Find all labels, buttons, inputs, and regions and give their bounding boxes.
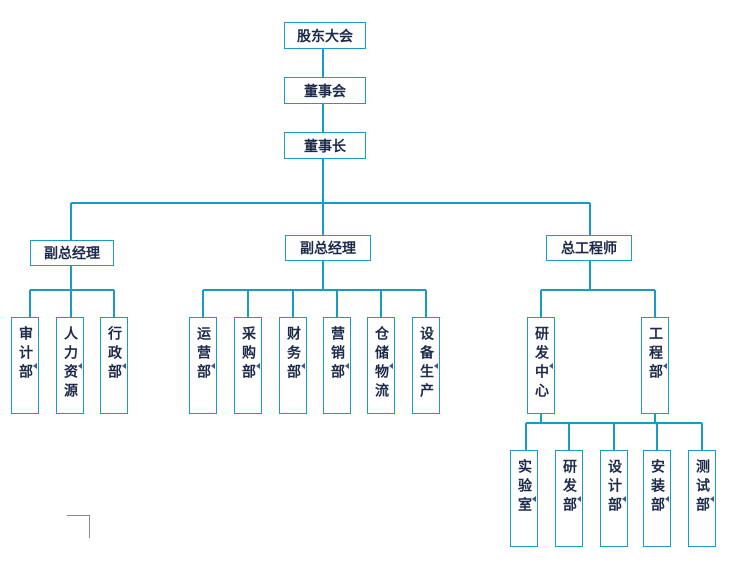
finance-dept-label: 财务部	[285, 326, 301, 383]
hr-dept-box: 人力资源	[56, 317, 84, 414]
board-label: 董事会	[304, 83, 346, 100]
lab-unit-label: 实验室	[516, 459, 532, 516]
purchasing-dept-box: 采购部	[234, 317, 262, 414]
engineering-dept-label: 工程部	[647, 326, 663, 383]
finance-dept-box: 财务部	[279, 317, 307, 414]
lab-unit-box: 实验室	[510, 450, 538, 547]
rd-center-label: 研发中心	[533, 326, 549, 402]
rd-center-box: 研发中心	[527, 317, 555, 414]
operations-dept-box: 运营部	[189, 317, 217, 414]
equipment-dept-box: 设备生产	[412, 317, 440, 414]
install-unit-label: 安装部	[649, 459, 665, 516]
vp1-label: 副总经理	[44, 246, 100, 262]
vp2-label: 副总经理	[300, 241, 356, 257]
install-unit-box: 安装部	[643, 450, 671, 547]
engineering-dept-box: 工程部	[641, 317, 669, 414]
board-box: 董事会	[284, 77, 366, 104]
hr-dept-label: 人力资源	[62, 326, 78, 402]
rd-unit-label: 研发部	[561, 459, 577, 516]
testing-unit-label: 测试部	[694, 459, 710, 516]
audit-dept-label: 审计部	[17, 326, 33, 383]
chairman-label: 董事长	[304, 138, 346, 155]
rd-unit-box: 研发部	[555, 450, 583, 547]
shareholders-label: 股东大会	[297, 28, 353, 45]
chairman-box: 董事长	[284, 132, 366, 159]
text-cursor-corner-mark	[67, 515, 90, 538]
operations-dept-label: 运营部	[195, 326, 211, 383]
logistics-dept-label: 仓储物流	[373, 326, 389, 402]
testing-unit-box: 测试部	[688, 450, 716, 547]
equipment-dept-label: 设备生产	[418, 326, 434, 402]
design-unit-box: 设计部	[600, 450, 628, 547]
marketing-dept-box: 营销部	[323, 317, 351, 414]
marketing-dept-label: 营销部	[329, 326, 345, 383]
vp1-box: 副总经理	[30, 240, 114, 266]
design-unit-label: 设计部	[606, 459, 622, 516]
shareholders-box: 股东大会	[284, 22, 366, 49]
chief-engineer-box: 总工程师	[546, 235, 632, 261]
vp2-box: 副总经理	[285, 235, 371, 261]
audit-dept-box: 审计部	[11, 317, 39, 414]
admin-dept-box: 行政部	[100, 317, 128, 414]
purchasing-dept-label: 采购部	[240, 326, 256, 383]
admin-dept-label: 行政部	[106, 326, 122, 383]
chief-engineer-label: 总工程师	[561, 241, 617, 257]
logistics-dept-box: 仓储物流	[367, 317, 395, 414]
